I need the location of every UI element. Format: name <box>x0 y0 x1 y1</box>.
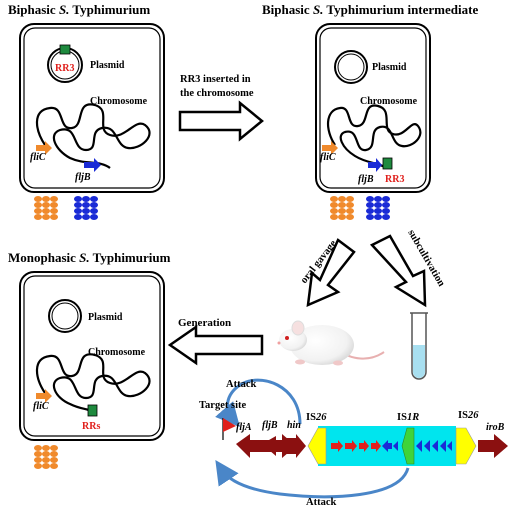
monophasic-fliC-flagella <box>34 445 58 469</box>
biphasic-plasmid-label: Plasmid <box>90 60 125 71</box>
biphasic-fljB-flagella <box>74 196 98 220</box>
monophasic-rrs-cassette <box>87 404 98 417</box>
fljA-gene-arrow <box>236 434 250 458</box>
intermediate-plasmid <box>334 50 368 84</box>
biphasic-chromosome-label: Chromosome <box>90 96 148 107</box>
biphasic-cell <box>19 23 165 193</box>
monophasic-plasmid <box>48 299 82 333</box>
insertion-arrow <box>178 100 264 142</box>
biphasic-fliC-flagella <box>34 196 58 220</box>
monophasic-cell <box>19 271 165 441</box>
transposon-red-genes <box>331 440 381 452</box>
test-tube-icon <box>410 312 428 380</box>
intermediate-fliC-flagella <box>330 196 354 220</box>
iroB-gene-arrow <box>478 434 508 458</box>
is26-right-element <box>455 427 477 465</box>
intermediate-fljB-label: fljB <box>358 174 374 185</box>
biphasic-fliC-label: fliC <box>30 152 46 163</box>
intermediate-plasmid-label: Plasmid <box>372 62 407 73</box>
target-site-label: Target site <box>199 400 246 411</box>
intermediate-fliC-label: fliC <box>320 152 336 163</box>
inserted-label-line2: the chromosome <box>180 88 254 99</box>
fljB-locus-label: fljB <box>262 420 278 431</box>
attack-arc-bottom <box>215 460 410 499</box>
biphasic-fljB-label: fljB <box>75 172 91 183</box>
transposon-blue-genes-left <box>382 440 398 452</box>
attack-arc-top <box>215 378 302 428</box>
intermediate-rr3-label: RR3 <box>385 174 404 185</box>
biphasic-fljB-gene-icon <box>84 158 101 172</box>
target-site-flag-icon <box>222 418 236 440</box>
intermediate-title: Biphasic S. Typhimurium intermediate <box>262 2 478 17</box>
biphasic-plasmid <box>47 44 83 83</box>
intermediate-fljB-gene-icon <box>368 158 382 172</box>
attack-bottom-label: Attack <box>306 497 336 508</box>
biphasic-chromosome <box>35 103 151 169</box>
monophasic-plasmid-label: Plasmid <box>88 312 123 323</box>
monophasic-title: Monophasic S. Typhimurium <box>8 250 171 265</box>
hin-gene-arrow <box>262 436 276 456</box>
attack-top-label: Attack <box>226 379 256 390</box>
is1r-element <box>401 427 415 465</box>
fljA-label: fljA <box>236 422 252 433</box>
monophasic-fliC-label: fliC <box>33 401 49 412</box>
monophasic-chromosome-label: Chromosome <box>88 347 146 358</box>
intermediate-fljB-flagella <box>366 196 390 220</box>
intermediate-rr3-cassette <box>382 157 393 170</box>
generation-arrow <box>167 324 264 366</box>
is26-left-label: IS26 <box>306 412 327 423</box>
monophasic-fliC-gene-icon <box>36 389 52 403</box>
biphasic-title: Biphasic S. Typhimurium <box>8 2 150 17</box>
inserted-label-line1: RR3 inserted in <box>180 74 251 85</box>
biphasic-plasmid-rr3-cassette <box>59 44 71 55</box>
intermediate-cell <box>315 23 431 193</box>
monophasic-chromosome <box>35 353 151 413</box>
intermediate-chromosome-label: Chromosome <box>360 96 418 107</box>
is26-right-label: IS26 <box>458 410 479 421</box>
is26-left-element <box>307 427 327 465</box>
transposon-blue-genes-right <box>416 440 452 452</box>
oral-gavage-arrow <box>306 238 356 308</box>
intermediate-fliC-gene-icon <box>322 141 338 155</box>
intermediate-chromosome <box>327 104 422 169</box>
subcultivation-arrow <box>369 234 427 308</box>
monophasic-rrs-label: RRs <box>82 421 100 432</box>
generation-label: Generation <box>178 317 231 329</box>
iroB-label: iroB <box>486 422 505 433</box>
is1r-label: IS1R <box>397 412 419 423</box>
biphasic-plasmid-rr3: RR3 <box>55 63 74 74</box>
hin-gene-arrow-2 <box>282 434 306 458</box>
mouse-icon <box>277 320 385 366</box>
biphasic-fliC-gene-icon <box>36 141 52 155</box>
hin-label: hin <box>287 420 301 431</box>
